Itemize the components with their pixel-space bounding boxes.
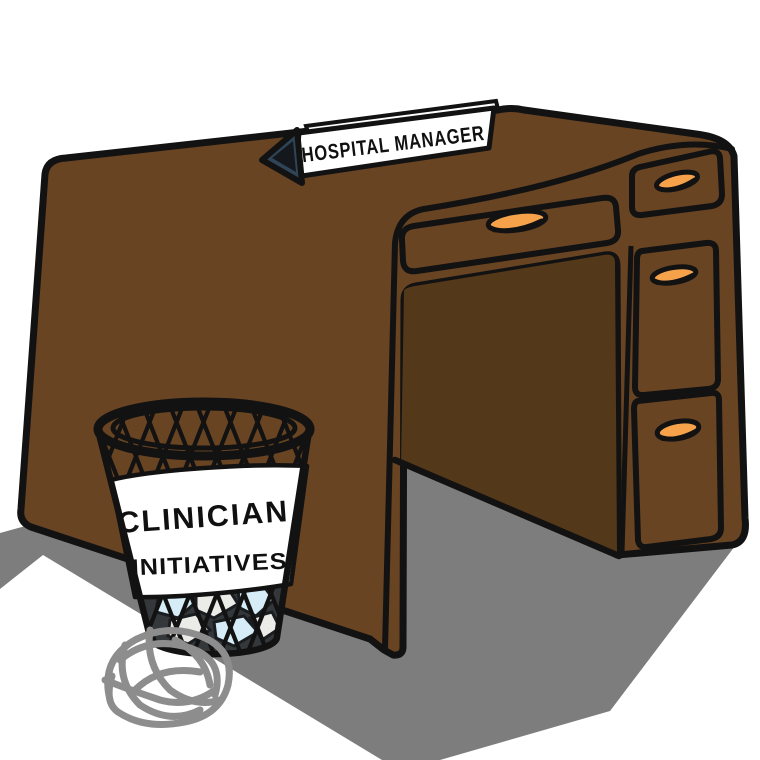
paper-ball-scribble — [101, 676, 219, 706]
kneehole-floor-line — [391, 456, 623, 560]
paper-ball-scribble — [104, 626, 233, 728]
drawer-handle-top — [654, 169, 700, 193]
paper-ball-scribble — [171, 636, 214, 689]
paper-ball-scribble — [118, 641, 204, 720]
drawer-handle-middle — [649, 264, 699, 286]
wastebasket: CLINICIAN INITIATIVES — [93, 397, 315, 658]
pedestal-drawer-top — [629, 148, 726, 219]
pedestal-drawer-bottom — [630, 389, 725, 551]
desk-kneehole-interior — [401, 254, 617, 553]
paper-ball-scribble — [131, 666, 204, 694]
crumpled-paper-ball — [101, 626, 233, 728]
wastebasket-side-right — [273, 427, 313, 641]
drawer-handle-bottom — [654, 418, 702, 442]
desk-front-edge-line — [382, 141, 735, 652]
drawer-handle-center — [485, 208, 549, 234]
wastebasket-side-left — [95, 430, 154, 641]
paper-ball-scribble — [145, 626, 224, 706]
wastebasket-rim-inner — [110, 405, 298, 451]
pedestal-drawer-middle — [631, 239, 722, 399]
pedestal-divider-line — [619, 245, 634, 553]
wastebasket-label — [108, 463, 310, 600]
center-drawer — [398, 194, 622, 275]
nameplate-end-cap-inner — [272, 141, 296, 172]
nameplate: HOSPITAL MANAGER — [259, 98, 501, 186]
